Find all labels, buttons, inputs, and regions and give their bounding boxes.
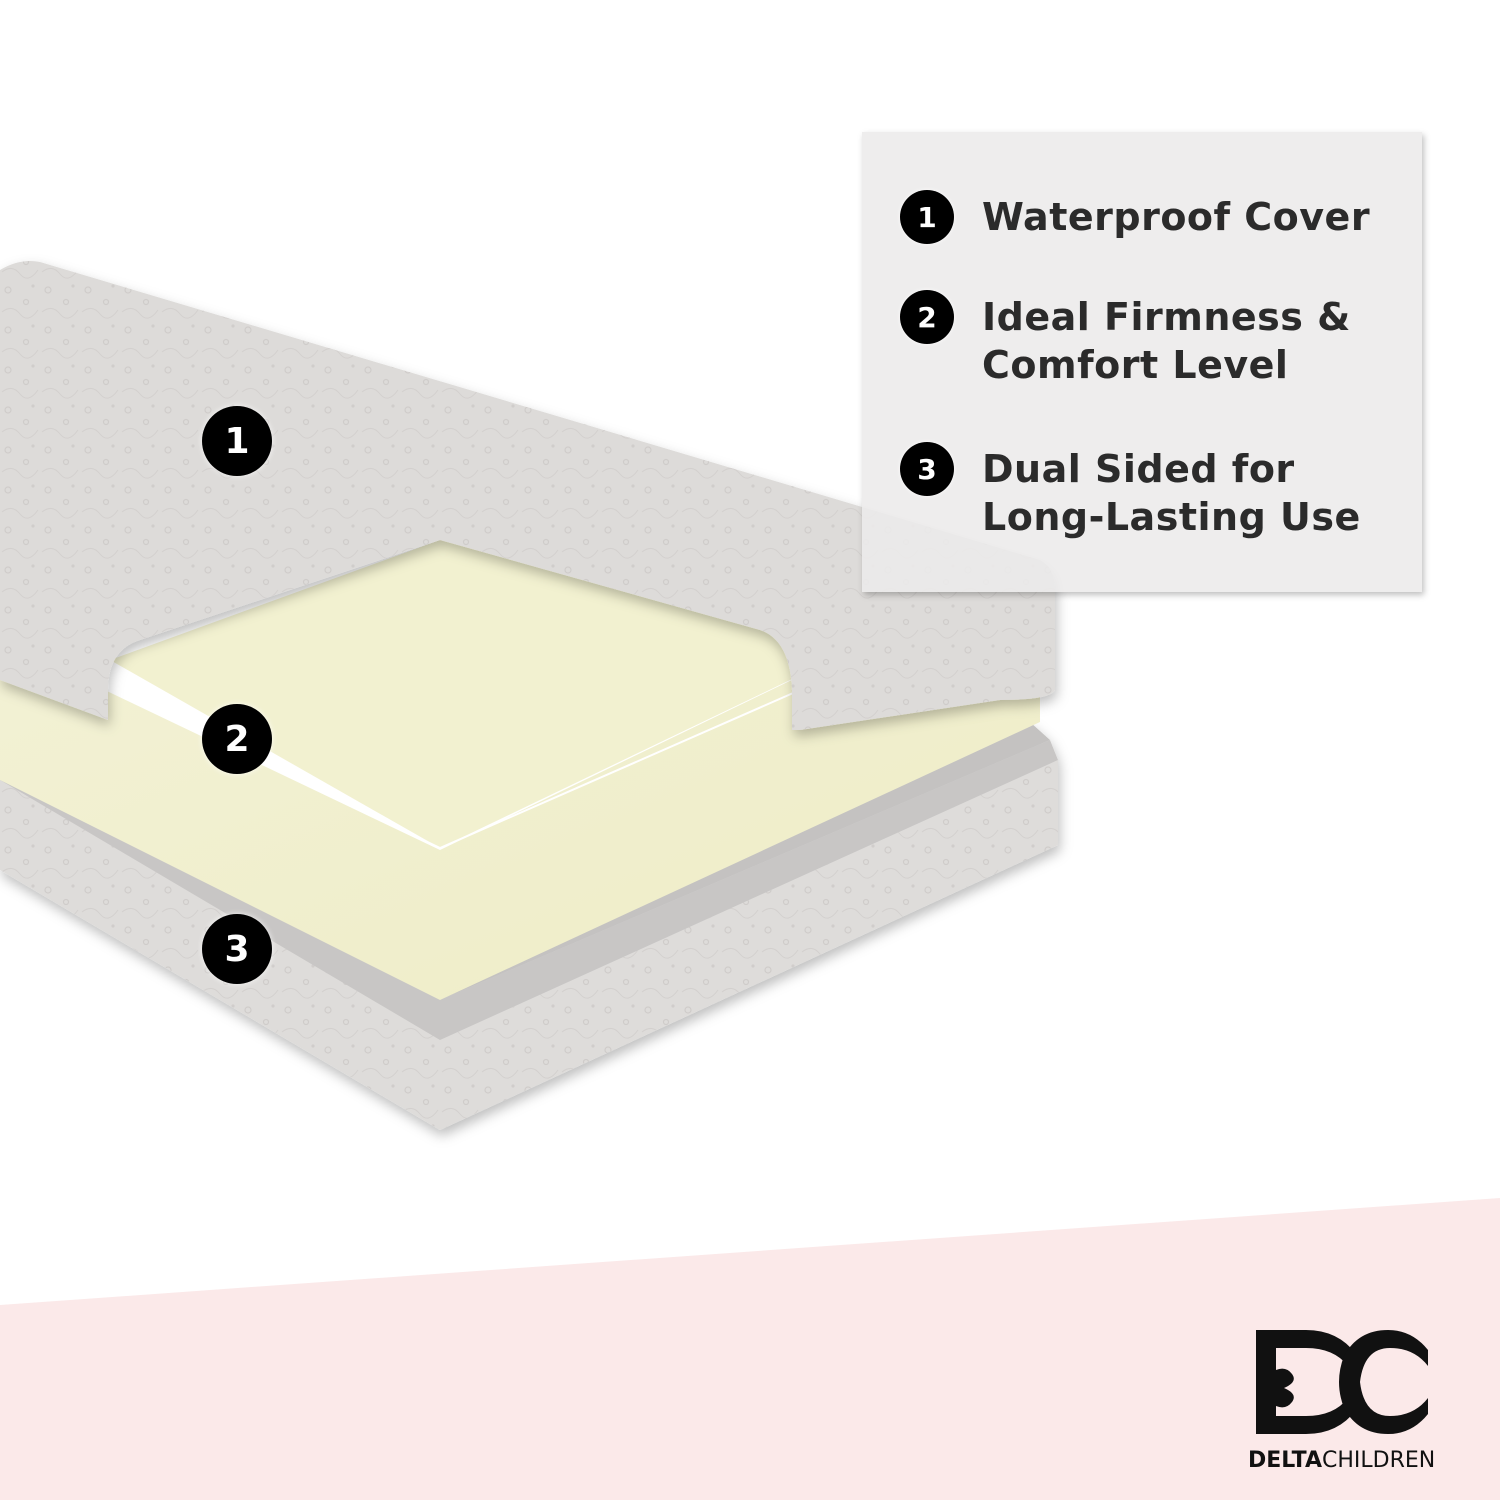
brand-name-light: CHILDREN xyxy=(1322,1448,1436,1473)
number-badge-1: 1 xyxy=(900,190,954,244)
feature-legend-panel: 1 Waterproof Cover 2 Ideal Firmness & Co… xyxy=(862,132,1422,592)
callout-badge-3: 3 xyxy=(202,914,272,984)
legend-label-1: Waterproof Cover xyxy=(982,195,1371,239)
legend-label-3: Dual Sided for Long-Lasting Use xyxy=(982,447,1361,539)
callout-badge-2: 2 xyxy=(202,704,272,774)
legend-item-3: 3 Dual Sided for Long-Lasting Use xyxy=(900,442,1402,541)
callout-badge-1: 1 xyxy=(202,406,272,476)
brand-name-bold: DELTA xyxy=(1248,1448,1322,1473)
legend-label-2: Ideal Firmness & Comfort Level xyxy=(982,295,1351,387)
number-badge-3: 3 xyxy=(900,442,954,496)
legend-item-1: 1 Waterproof Cover xyxy=(900,190,1370,244)
footer-band xyxy=(0,1198,1500,1500)
legend-item-2: 2 Ideal Firmness & Comfort Level xyxy=(900,290,1372,389)
number-badge-2: 2 xyxy=(900,290,954,344)
brand-name: DELTACHILDREN xyxy=(1248,1448,1438,1473)
dc-heart-logo-icon xyxy=(1256,1330,1428,1434)
cover-shape xyxy=(0,261,1055,730)
delta-children-logo: DELTACHILDREN xyxy=(1248,1326,1438,1473)
